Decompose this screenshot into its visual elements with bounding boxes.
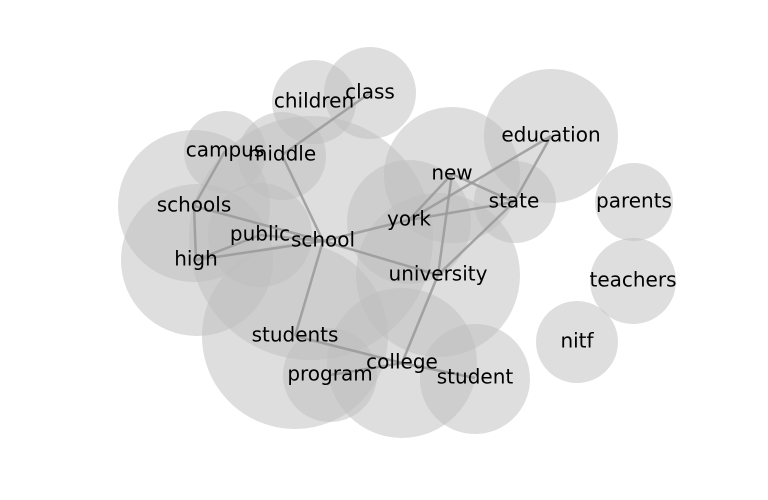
node-label-york: york	[387, 207, 431, 231]
node-label-middle: middle	[248, 142, 316, 166]
edge-new-york	[408, 173, 453, 221]
edge-york-state	[408, 200, 515, 222]
node-label-university: university	[389, 262, 488, 286]
edge-school-schools	[193, 204, 324, 243]
edge-school-high	[195, 239, 324, 262]
node-label-college: college	[366, 350, 438, 374]
edge-state-education	[512, 135, 553, 203]
node-labels: school students university college york high s…	[157, 80, 677, 389]
node-label-high: high	[174, 247, 218, 271]
edge-college-student	[401, 361, 476, 380]
edges	[192, 91, 553, 380]
node-label-state: state	[489, 189, 540, 213]
edge-middle-class	[281, 91, 371, 157]
node-label-education: education	[501, 123, 600, 147]
node-label-new: new	[431, 161, 472, 185]
edge-school-university	[322, 239, 439, 277]
node-circles	[118, 47, 676, 438]
edge-new-state	[451, 172, 515, 204]
node-label-children: children	[274, 89, 354, 113]
node-circle-parents	[595, 163, 673, 241]
node-label-program: program	[287, 362, 372, 386]
node-label-campus: campus	[186, 138, 265, 162]
node-circle-student	[420, 324, 530, 434]
edge-high-schools	[192, 205, 198, 261]
node-label-schools: schools	[157, 193, 232, 217]
edge-high-public	[195, 233, 261, 262]
node-label-parents: parents	[596, 189, 672, 213]
edge-state-university	[437, 201, 515, 276]
node-label-school: school	[291, 228, 355, 252]
edge-school-york	[322, 218, 410, 243]
edge-school-students	[293, 240, 325, 337]
node-label-nitf: nitf	[560, 329, 594, 353]
node-label-class: class	[345, 80, 395, 104]
node-label-student: student	[437, 365, 514, 389]
node-circle-teachers	[590, 238, 676, 324]
edge-school-public	[259, 233, 324, 243]
edge-college-students	[294, 334, 403, 365]
node-label-students: students	[252, 323, 339, 347]
edge-new-university	[436, 173, 454, 276]
node-circle-nitf	[536, 301, 618, 383]
node-circle-children	[272, 60, 356, 144]
edge-university-college	[400, 274, 440, 364]
edge-college-program	[329, 361, 403, 377]
edge-school-middle	[280, 154, 325, 242]
edge-york-education	[408, 134, 552, 222]
node-label-teachers: teachers	[589, 268, 676, 292]
edge-schools-campus	[192, 150, 227, 207]
node-label-public: public	[230, 222, 290, 246]
